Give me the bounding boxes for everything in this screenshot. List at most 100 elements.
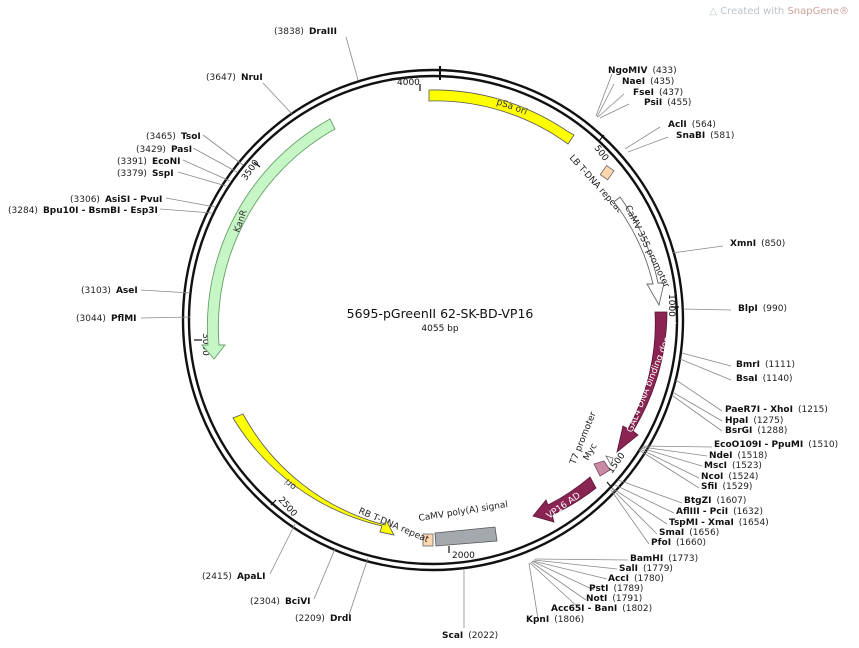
svg-text:MscI(1523): MscI(1523) bbox=[704, 461, 762, 471]
watermark-text: Created with bbox=[720, 6, 785, 17]
site-name-ncoi[interactable]: NcoI bbox=[701, 472, 723, 482]
feature-t7-promoter[interactable] bbox=[605, 455, 614, 467]
feature-ori[interactable] bbox=[232, 413, 395, 536]
feature-label-camv-35s-promoter: CaMV 35S promoter bbox=[622, 204, 671, 290]
site-name-nrui[interactable]: NruI bbox=[241, 73, 263, 83]
feature-label-kanr: KanR bbox=[232, 209, 249, 234]
site-name-acli[interactable]: AclI bbox=[668, 120, 687, 130]
site-name-sali[interactable]: SalI bbox=[619, 564, 638, 574]
site-name-scai[interactable]: ScaI bbox=[442, 631, 463, 641]
site-name-pasi[interactable]: PasI bbox=[171, 145, 192, 155]
site-name-smai[interactable]: SmaI bbox=[659, 528, 684, 538]
svg-text:AclI(564): AclI(564) bbox=[668, 120, 716, 130]
svg-text:NcoI(1524): NcoI(1524) bbox=[701, 472, 758, 482]
site-name-noti[interactable]: NotI bbox=[586, 594, 607, 604]
svg-text:PaeR7I - XhoI(1215): PaeR7I - XhoI(1215) bbox=[725, 405, 828, 415]
site-name-ngomiv[interactable]: NgoMIV bbox=[608, 66, 647, 76]
site-name-hpai[interactable]: HpaI bbox=[725, 416, 748, 426]
site-pos-drdi: (2209) bbox=[295, 614, 325, 624]
site-name-tspmi-xmai[interactable]: TspMI - XmaI bbox=[669, 518, 734, 528]
site-name-psii[interactable]: PsiI bbox=[644, 98, 662, 108]
site-name-ecoo109i-ppumi[interactable]: EcoO109I - PpuMI bbox=[714, 440, 803, 450]
site-name-sfii[interactable]: SfiI bbox=[701, 482, 718, 492]
svg-text:KpnI(1806): KpnI(1806) bbox=[526, 615, 584, 625]
site-pos-apali: (2415) bbox=[202, 572, 232, 582]
feature-label-camv-polya: CaMV poly(A) signal bbox=[418, 500, 509, 524]
site-labels-left: (3838)DraIII (3647)NruI (3465)TsoI (3429… bbox=[8, 27, 352, 624]
svg-text:XmnI(850): XmnI(850) bbox=[730, 239, 785, 249]
svg-text:(3103)AseI: (3103) AseI bbox=[81, 286, 138, 296]
site-name-bmri[interactable]: BmrI bbox=[736, 360, 760, 370]
site-name-paer7i-xhoi[interactable]: PaeR7I - XhoI bbox=[725, 405, 793, 415]
svg-text:SmaI(1656): SmaI(1656) bbox=[659, 528, 719, 538]
site-name-xmni[interactable]: XmnI bbox=[730, 239, 756, 249]
svg-text:BmrI(1111): BmrI(1111) bbox=[736, 360, 795, 370]
svg-text:PsiI(455): PsiI(455) bbox=[644, 98, 691, 108]
site-pos-asisi: (3306) bbox=[70, 195, 100, 205]
feature-lb-tdna-repeat[interactable] bbox=[599, 165, 615, 181]
svg-text:(3429)PasI: (3429)PasI bbox=[136, 145, 192, 155]
feature-gal4-dbd[interactable] bbox=[616, 311, 668, 454]
site-name-bpu10i-bsmbi-esp3i[interactable]: Bpu10I - BsmBI - Esp3I bbox=[43, 206, 158, 216]
site-name-apali[interactable]: ApaLI bbox=[237, 572, 266, 582]
feature-camv-polya[interactable] bbox=[434, 526, 498, 547]
site-name-psti[interactable]: PstI bbox=[589, 584, 608, 594]
site-name-tsoi[interactable]: TsoI bbox=[181, 132, 201, 142]
svg-text:(3647)NruI: (3647)NruI bbox=[206, 73, 263, 83]
svg-text:BamHI(1773): BamHI(1773) bbox=[630, 554, 698, 564]
site-name-acc65i-bani[interactable]: Acc65I - BanI bbox=[551, 604, 617, 614]
feature-myc[interactable] bbox=[593, 460, 611, 477]
feature-rb-tdna-repeat[interactable] bbox=[422, 533, 434, 547]
backbone-inner bbox=[187, 74, 679, 566]
svg-text:EcoO109I - PpuMI(1510): EcoO109I - PpuMI(1510) bbox=[714, 440, 838, 450]
site-name-kpni[interactable]: KpnI bbox=[526, 615, 549, 625]
svg-text:(2415)ApaLI: (2415) ApaLI bbox=[202, 572, 266, 582]
site-name-pflmi[interactable]: PflMI bbox=[111, 314, 137, 324]
site-pos-econi: (3391) bbox=[117, 157, 147, 167]
site-name-drdi[interactable]: DrdI bbox=[330, 614, 352, 624]
svg-text:HpaI(1275): HpaI(1275) bbox=[725, 416, 783, 426]
site-name-afliii-pcii[interactable]: AflIII - PciI bbox=[676, 507, 728, 517]
site-name-naei[interactable]: NaeI bbox=[622, 77, 645, 87]
tick-label-4000: 4000 bbox=[397, 78, 420, 88]
svg-text:NaeI(435): NaeI(435) bbox=[622, 77, 674, 87]
site-name-bcivi[interactable]: BciVI bbox=[285, 597, 311, 607]
svg-text:SnaBI(581): SnaBI(581) bbox=[676, 131, 734, 141]
site-name-bamhi[interactable]: BamHI bbox=[630, 554, 663, 564]
site-name-sspi[interactable]: SspI bbox=[152, 169, 174, 179]
watermark-icon: △ bbox=[709, 6, 718, 17]
svg-text:AflIII - PciI(1632): AflIII - PciI(1632) bbox=[676, 507, 763, 517]
feature-camv-35s-promoter[interactable] bbox=[613, 196, 665, 307]
site-name-bsrgi[interactable]: BsrGI bbox=[725, 426, 752, 436]
feature-kanr[interactable] bbox=[201, 118, 336, 360]
site-pos-pflmi: (3044) bbox=[76, 314, 106, 324]
svg-text:AccI(1780): AccI(1780) bbox=[608, 574, 664, 584]
snapgene-watermark: △ Created with SnapGene® bbox=[709, 6, 849, 17]
site-name-pfoi[interactable]: PfoI bbox=[651, 538, 671, 548]
plasmid-name: 5695-pGreenII 62-SK-BD-VP16 bbox=[347, 306, 534, 321]
site-name-bsai[interactable]: BsaI bbox=[736, 374, 758, 384]
site-name-asei[interactable]: AseI bbox=[116, 286, 138, 296]
svg-text:BsrGI(1288): BsrGI(1288) bbox=[725, 426, 787, 436]
feature-psa-ori[interactable] bbox=[428, 89, 575, 145]
site-name-acci[interactable]: AccI bbox=[608, 574, 629, 584]
site-name-econi[interactable]: EcoNI bbox=[152, 157, 181, 167]
svg-text:(3465)TsoI: (3465)TsoI bbox=[146, 132, 201, 142]
feature-label-lb-tdna-repeat: LB T-DNA repeat bbox=[567, 153, 624, 215]
site-name-msci[interactable]: MscI bbox=[704, 461, 727, 471]
site-name-fsei[interactable]: FseI bbox=[633, 88, 654, 98]
backbone-outer bbox=[181, 68, 685, 572]
site-name-snabi[interactable]: SnaBI bbox=[676, 131, 705, 141]
site-name-btgzi[interactable]: BtgZI bbox=[684, 496, 711, 506]
plasmid-size: 4055 bp bbox=[421, 324, 458, 334]
svg-text:FseI(437): FseI(437) bbox=[633, 88, 683, 98]
site-name-blpi[interactable]: BlpI bbox=[738, 304, 758, 314]
svg-text:PstI(1789): PstI(1789) bbox=[589, 584, 643, 594]
site-pos-sspi: (3379) bbox=[117, 169, 147, 179]
feature-vp16-ad[interactable] bbox=[532, 476, 597, 523]
site-name-asisi-pvui[interactable]: AsiSI - PvuI bbox=[105, 195, 162, 205]
site-name-ndei[interactable]: NdeI bbox=[709, 451, 732, 461]
site-pos-asei: (3103) bbox=[81, 286, 111, 296]
site-name-draiii[interactable]: DraIII bbox=[309, 27, 337, 37]
